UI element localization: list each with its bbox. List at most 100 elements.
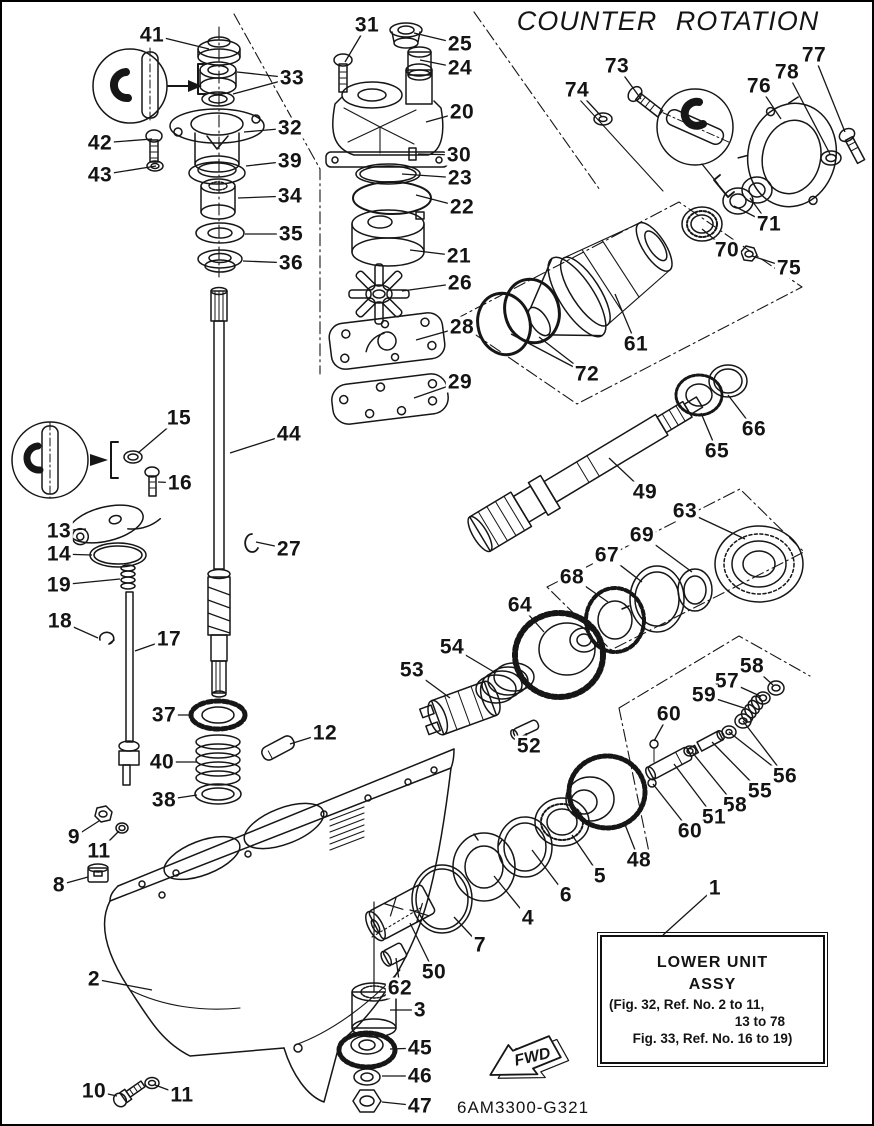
part-label-27: 27 (274, 537, 304, 561)
o-rings-72 (471, 273, 566, 361)
info-box-line: LOWER UNIT (656, 954, 769, 971)
part-label-40: 40 (147, 750, 177, 774)
part-label-62: 62 (385, 976, 415, 1000)
part-label-77: 77 (799, 43, 829, 67)
part-label-28: 28 (447, 315, 477, 339)
part-label-60: 60 (654, 702, 684, 726)
part-label-16: 16 (165, 471, 195, 495)
part-label-54: 54 (437, 635, 467, 659)
part-label-76: 76 (744, 74, 774, 98)
part-label-32: 32 (275, 116, 305, 140)
part-label-4: 4 (519, 906, 537, 930)
part-label-18: 18 (45, 609, 75, 633)
part-label-25: 25 (445, 32, 475, 56)
part-label-68: 68 (557, 565, 587, 589)
propeller-shaft (464, 385, 710, 555)
part-label-34: 34 (275, 184, 305, 208)
prop-shaft-front-parts (339, 756, 645, 1112)
part-label-60: 60 (675, 819, 705, 843)
driveshaft (208, 288, 258, 698)
part-label-66: 66 (739, 417, 769, 441)
part-label-78: 78 (772, 60, 802, 84)
part-label-52: 52 (514, 734, 544, 758)
part-label-30: 30 (444, 143, 474, 167)
part-label-1: 1 (706, 876, 724, 900)
part-label-59: 59 (689, 683, 719, 707)
part-label-65: 65 (702, 439, 732, 463)
info-box-line: Fig. 33, Ref. No. 16 to 19) (632, 1031, 793, 1046)
bearing-carrier-upper (507, 84, 868, 364)
detail-balloon-clip-upper (93, 48, 206, 123)
part-label-9: 9 (65, 825, 83, 849)
case-hardware (88, 701, 296, 1109)
leader-line-1 (662, 887, 716, 936)
part-label-35: 35 (276, 222, 306, 246)
part-label-58: 58 (737, 654, 767, 678)
lower-unit-assy-info-box: LOWER UNIT ASSY (Fig. 32, Ref. No. 2 to … (597, 932, 828, 1067)
detail-balloon-clip-left (12, 422, 118, 498)
part-label-51: 51 (699, 805, 729, 829)
part-label-74: 74 (562, 78, 592, 102)
gear-clutch-group (418, 613, 603, 740)
part-label-47: 47 (405, 1094, 435, 1118)
drawing-code: 6AM3300-G321 (457, 1098, 590, 1117)
part-label-39: 39 (275, 149, 305, 173)
part-label-36: 36 (276, 251, 306, 275)
upper-bearing-housing-stack (146, 37, 264, 272)
leader-line-77 (813, 54, 846, 133)
part-label-64: 64 (505, 593, 535, 617)
part-label-12: 12 (310, 721, 340, 745)
part-label-41: 41 (137, 23, 167, 47)
part-label-67: 67 (592, 543, 622, 567)
part-label-33: 33 (277, 66, 307, 90)
part-label-15: 15 (164, 406, 194, 430)
part-label-56: 56 (770, 764, 800, 788)
part-label-8: 8 (50, 873, 68, 897)
part-label-48: 48 (624, 848, 654, 872)
part-label-69: 69 (627, 523, 657, 547)
part-label-38: 38 (149, 788, 179, 812)
part-label-50: 50 (419, 960, 449, 984)
part-label-46: 46 (405, 1064, 435, 1088)
part-label-63: 63 (670, 499, 700, 523)
part-label-31: 31 (352, 13, 382, 37)
leader-line-78 (786, 71, 831, 155)
part-label-11: 11 (168, 1083, 196, 1107)
part-label-49: 49 (630, 480, 660, 504)
part-label-22: 22 (447, 195, 477, 219)
part-label-7: 7 (471, 933, 489, 957)
info-box-line: ASSY (688, 976, 737, 993)
part-label-6: 6 (557, 883, 575, 907)
leader-line-2 (93, 978, 153, 991)
part-label-29: 29 (445, 370, 475, 394)
part-label-5: 5 (591, 864, 609, 888)
part-label-24: 24 (445, 56, 475, 80)
info-box-line: (Fig. 32, Ref. No. 2 to 11, (609, 997, 765, 1012)
part-label-20: 20 (447, 100, 477, 124)
part-label-19: 19 (44, 573, 74, 597)
page-title: COUNTER ROTATION (516, 6, 820, 36)
detail-balloon-clip-right (657, 89, 734, 197)
part-label-75: 75 (774, 256, 804, 280)
part-label-72: 72 (572, 362, 602, 386)
part-label-55: 55 (745, 779, 775, 803)
part-label-43: 43 (85, 163, 115, 187)
part-label-17: 17 (154, 627, 184, 651)
part-label-14: 14 (44, 542, 74, 566)
part-label-61: 61 (621, 332, 651, 356)
part-label-44: 44 (274, 422, 304, 446)
part-label-70: 70 (712, 238, 742, 262)
part-label-57: 57 (712, 669, 742, 693)
part-label-23: 23 (445, 166, 475, 190)
part-label-11: 11 (85, 839, 113, 863)
part-label-2: 2 (85, 967, 103, 991)
part-label-21: 21 (444, 244, 474, 268)
part-label-3: 3 (411, 998, 429, 1022)
info-box-line: 13 to 78 (734, 1014, 785, 1029)
part-label-26: 26 (445, 271, 475, 295)
part-label-53: 53 (397, 658, 427, 682)
part-label-42: 42 (85, 131, 115, 155)
part-label-71: 71 (754, 212, 784, 236)
